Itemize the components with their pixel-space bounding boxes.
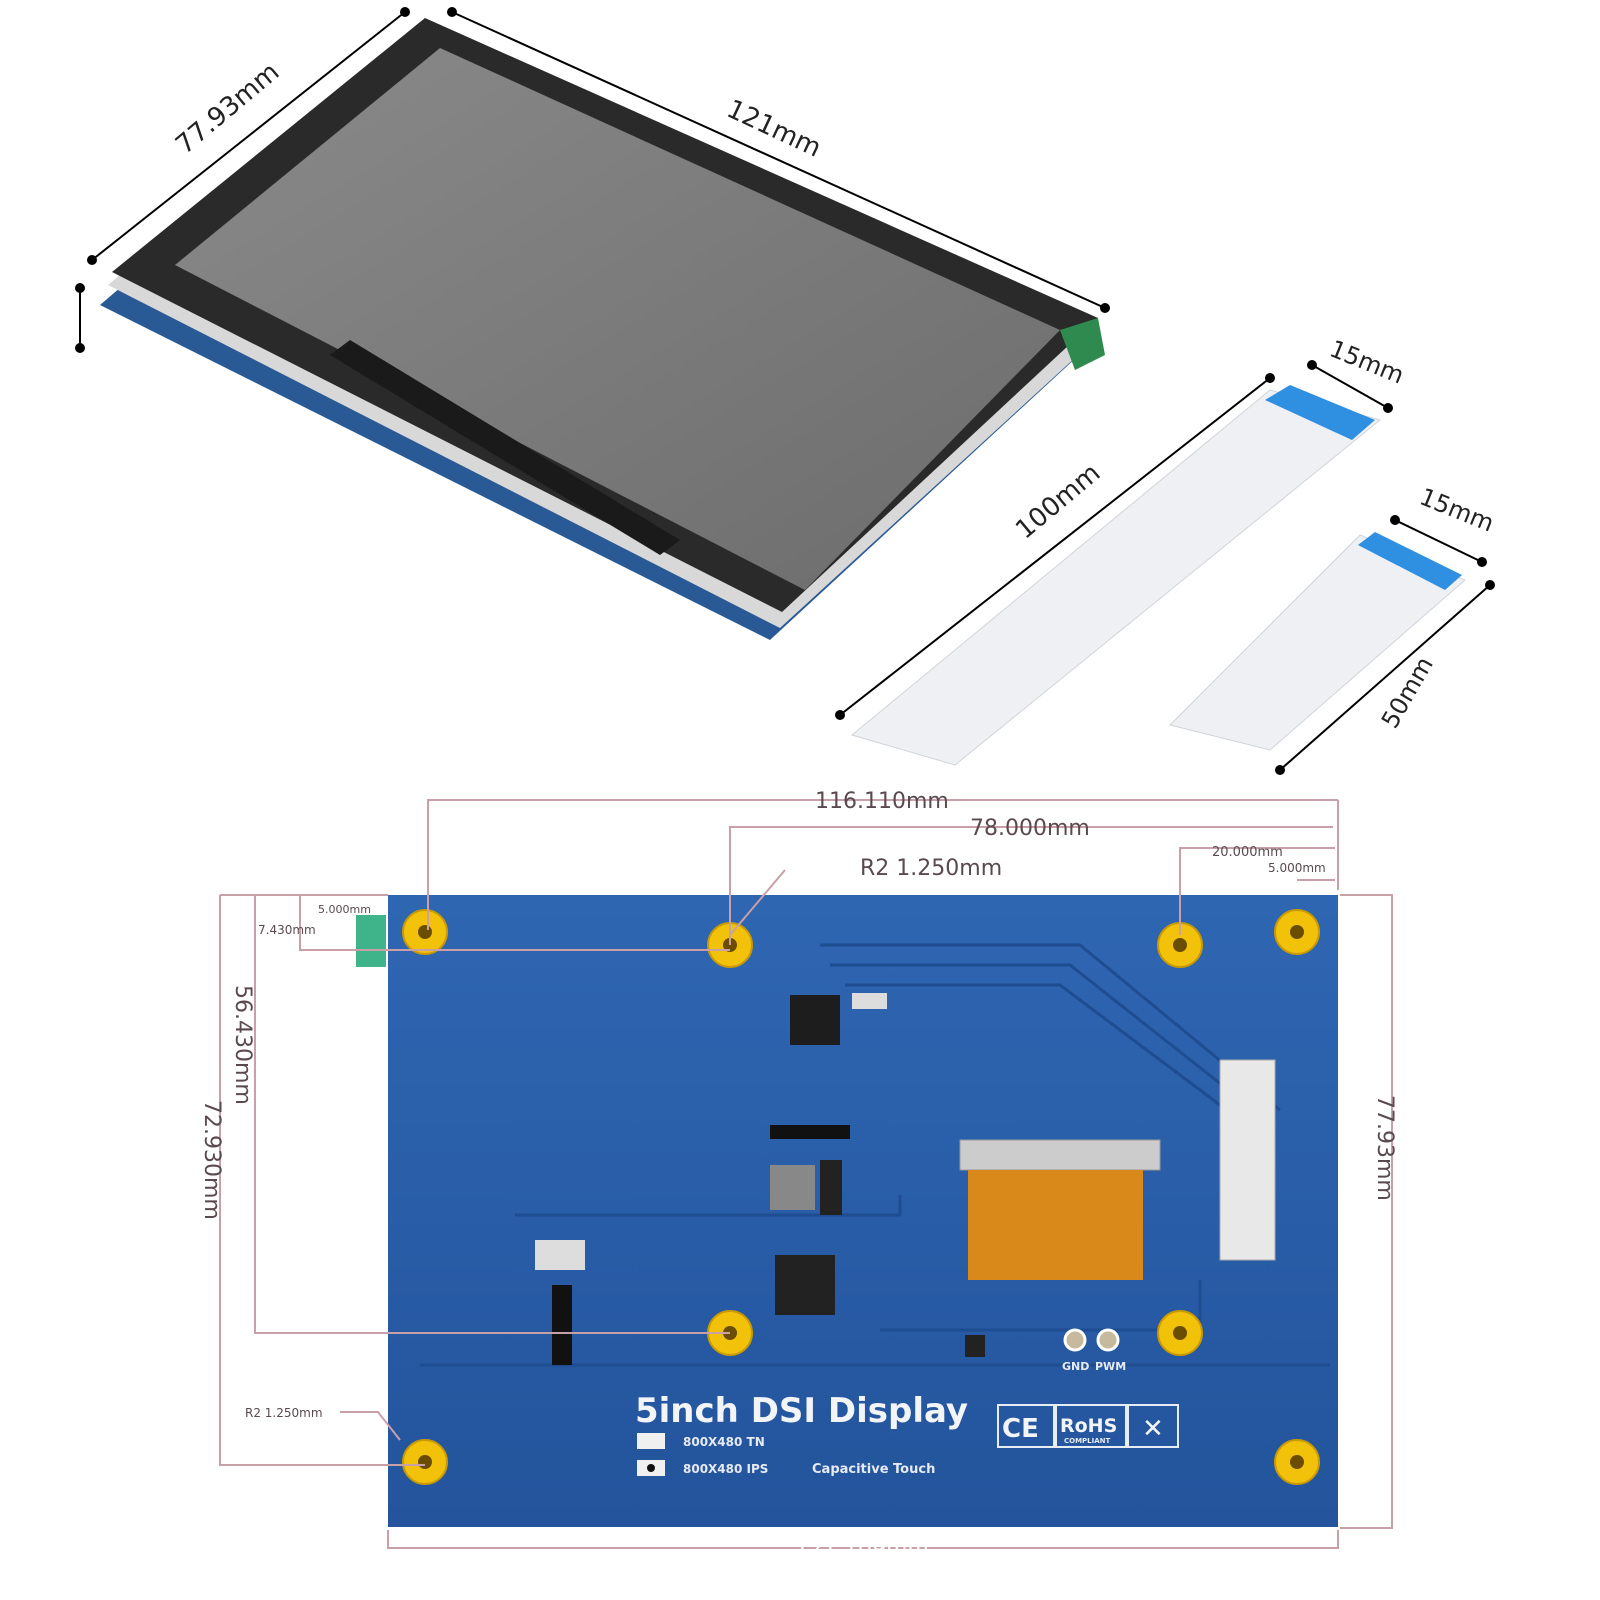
svg-text:GND: GND bbox=[1062, 1360, 1089, 1373]
svg-text:121.109mm: 121.109mm bbox=[795, 1537, 929, 1562]
pcb-back: GND PWM 5inch DSI Display 800X480 TN 800… bbox=[356, 895, 1338, 1527]
svg-text:56.430mm: 56.430mm bbox=[230, 985, 255, 1105]
svg-text:5.000mm: 5.000mm bbox=[1268, 861, 1326, 875]
svg-text:800X480 IPS: 800X480 IPS bbox=[683, 1462, 768, 1476]
dimension-lines bbox=[219, 799, 1393, 1549]
ffc-connector bbox=[968, 1170, 1143, 1280]
display-perspective bbox=[100, 18, 1105, 640]
svg-text:5.000mm: 5.000mm bbox=[318, 903, 371, 916]
svg-text:77.93mm: 77.93mm bbox=[1372, 1095, 1397, 1201]
chip bbox=[790, 995, 840, 1045]
svg-text:800X480 TN: 800X480 TN bbox=[683, 1435, 765, 1449]
svg-text:✕: ✕ bbox=[1142, 1414, 1164, 1444]
cert-logos bbox=[997, 1404, 1179, 1448]
svg-text:20.000mm: 20.000mm bbox=[1212, 845, 1283, 860]
svg-text:72.930mm: 72.930mm bbox=[199, 1100, 224, 1220]
svg-text:Capacitive Touch: Capacitive Touch bbox=[812, 1462, 935, 1477]
svg-text:R2 1.250mm: R2 1.250mm bbox=[860, 856, 1002, 881]
board-title: 5inch DSI Display bbox=[635, 1391, 968, 1431]
svg-text:R2 1.250mm: R2 1.250mm bbox=[245, 1406, 323, 1420]
svg-text:78.000mm: 78.000mm bbox=[970, 816, 1090, 841]
svg-text:116.110mm: 116.110mm bbox=[815, 789, 949, 814]
svg-text:CE: CE bbox=[1002, 1414, 1039, 1444]
svg-text:100mm: 100mm bbox=[1010, 458, 1106, 545]
svg-text:121mm: 121mm bbox=[722, 94, 826, 164]
svg-text:50mm: 50mm bbox=[1376, 652, 1439, 733]
svg-text:RoHS: RoHS bbox=[1060, 1415, 1117, 1437]
svg-text:15mm: 15mm bbox=[1416, 483, 1498, 538]
pwm-pad bbox=[1096, 1328, 1120, 1352]
svg-text:PWM: PWM bbox=[1095, 1360, 1126, 1373]
svg-text:COMPLIANT: COMPLIANT bbox=[1064, 1437, 1111, 1445]
svg-text:15mm: 15mm bbox=[1326, 335, 1408, 390]
standoffs bbox=[402, 909, 1320, 1485]
svg-text:77.93mm: 77.93mm bbox=[170, 57, 285, 160]
svg-text:7.430mm: 7.430mm bbox=[258, 923, 316, 937]
gnd-pad bbox=[1063, 1328, 1087, 1352]
